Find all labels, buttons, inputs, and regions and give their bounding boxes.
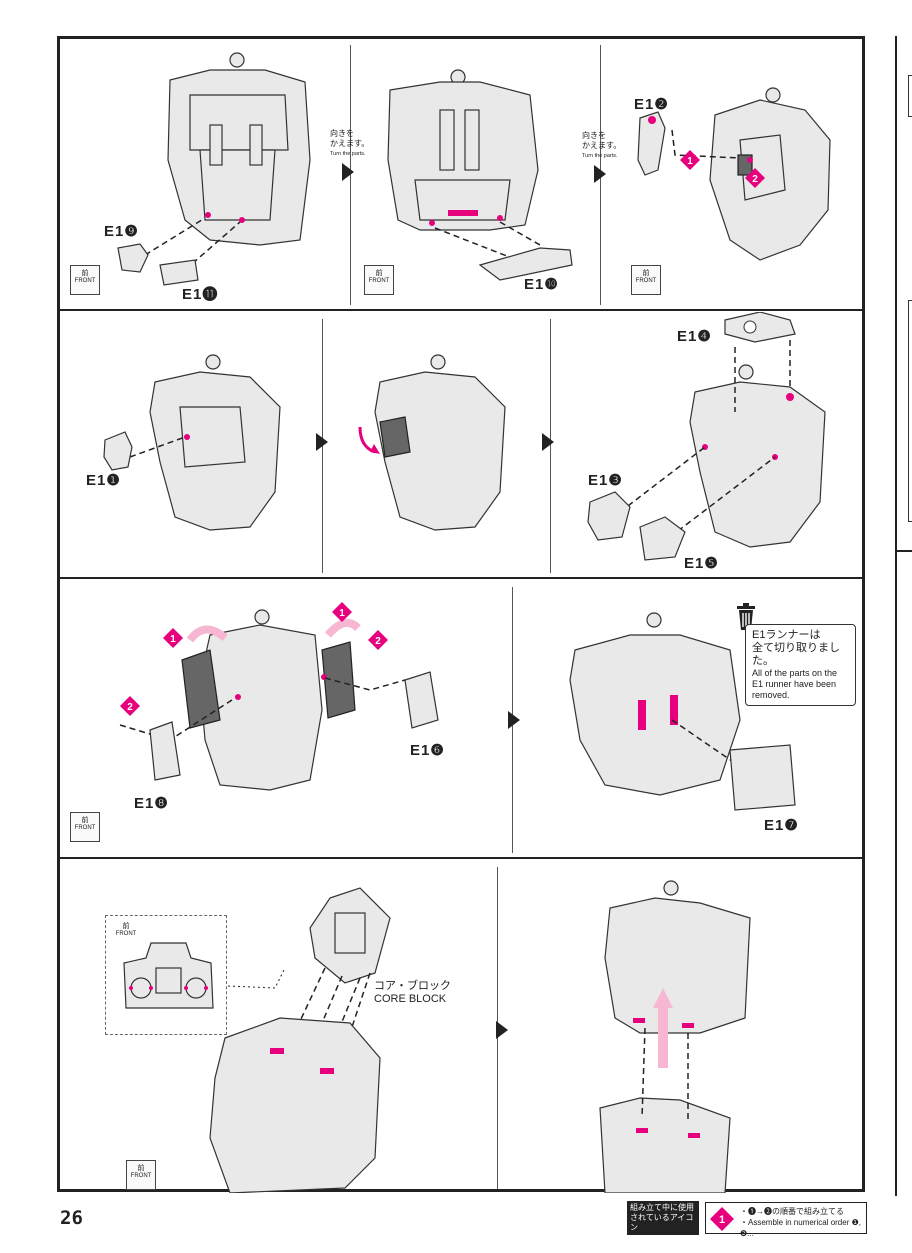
- part-e1-1: [103, 431, 133, 471]
- next-step-arrow: [508, 711, 520, 729]
- adjacent-page-box: [908, 300, 912, 522]
- row2-illustrations: [103, 312, 826, 561]
- part-e1-2: [637, 111, 666, 176]
- runner-removed-note: E1ランナーは 全て切り取りました。 All of the parts on t…: [745, 624, 856, 706]
- adjacent-page-edge: [895, 36, 912, 1196]
- part-label-e1-6: E1❻: [410, 742, 445, 759]
- part-e1-11: [159, 259, 199, 286]
- part-e1-5: [639, 516, 686, 561]
- part-label-e1-10: E1❿: [524, 276, 559, 293]
- part-e1-8: [149, 721, 181, 781]
- part-label-e1-8: E1❽: [134, 795, 169, 812]
- adjacent-page-rule: [895, 550, 912, 552]
- svg-text:2: 2: [375, 636, 381, 647]
- turn-parts-note: 向きをかえます。Turn the parts.: [330, 129, 370, 157]
- svg-text:2: 2: [127, 702, 133, 713]
- next-step-arrow: [496, 1021, 508, 1039]
- torso-top-drawing: [689, 312, 826, 548]
- next-step-arrow: [594, 165, 606, 183]
- order-mark-1: 1: [332, 602, 352, 622]
- order-mark-icon: 1: [710, 1207, 734, 1231]
- part-label-e1-11: E1⓫: [182, 286, 219, 303]
- row1-illustrations: 1 2: [117, 52, 831, 286]
- svg-text:1: 1: [339, 608, 345, 619]
- torso-final-drawing: [569, 612, 741, 796]
- part-label-e1-7: E1❼: [764, 817, 799, 834]
- torso-drawing: [149, 354, 281, 531]
- panel-divider: [60, 857, 862, 859]
- svg-text:2: 2: [752, 174, 758, 185]
- next-step-arrow: [542, 433, 554, 451]
- part-label-e1-4: E1❹: [677, 328, 712, 345]
- torso-drawing: [167, 52, 311, 246]
- panel-divider: [60, 309, 862, 311]
- torso-open-drawing: [181, 609, 356, 791]
- turn-parts-note: 向きをかえます。Turn the parts.: [582, 131, 622, 159]
- row4-illustrations: [209, 880, 751, 1193]
- torso-back-drawing: [387, 69, 539, 231]
- part-e1-7: [729, 744, 796, 811]
- part-label-e1-2: E1❷: [634, 96, 669, 113]
- part-e1-9: [117, 243, 149, 273]
- row3-illustrations: 1 1 2 2: [119, 602, 796, 811]
- icon-legend-description: 1 ・❶→❷の順番で組み立てる ・Assemble in numerical o…: [705, 1202, 867, 1238]
- panel-divider: [60, 577, 862, 579]
- order-mark-1: 1: [163, 628, 183, 648]
- svg-text:1: 1: [719, 1214, 725, 1226]
- svg-text:1: 1: [687, 156, 693, 167]
- svg-text:1: 1: [170, 634, 176, 645]
- torso-rotate-drawing: [358, 354, 506, 531]
- part-label-e1-1: E1❶: [86, 472, 121, 489]
- part-e1-10: [478, 247, 573, 281]
- order-mark-1: 1: [680, 150, 700, 170]
- torso-lower-drawing: [209, 1017, 381, 1193]
- order-mark-2: 2: [745, 168, 765, 188]
- core-block-top-view: [123, 942, 214, 1009]
- order-mark-2: 2: [120, 696, 140, 716]
- part-label-e1-5: E1❺: [684, 555, 719, 572]
- part-label-e1-3: E1❸: [588, 472, 623, 489]
- part-e1-3: [587, 491, 631, 541]
- torso-side-drawing: [709, 87, 831, 261]
- part-label-e1-9: E1❾: [104, 223, 139, 240]
- part-e1-6: [404, 671, 439, 729]
- order-mark-2: 2: [368, 630, 388, 650]
- adjacent-page-box: [908, 75, 912, 117]
- next-step-arrow: [342, 163, 354, 181]
- torso-stack-drawing: [599, 880, 751, 1193]
- page-number: 26: [60, 1207, 83, 1229]
- core-block-drawing: [309, 887, 391, 984]
- next-step-arrow: [316, 433, 328, 451]
